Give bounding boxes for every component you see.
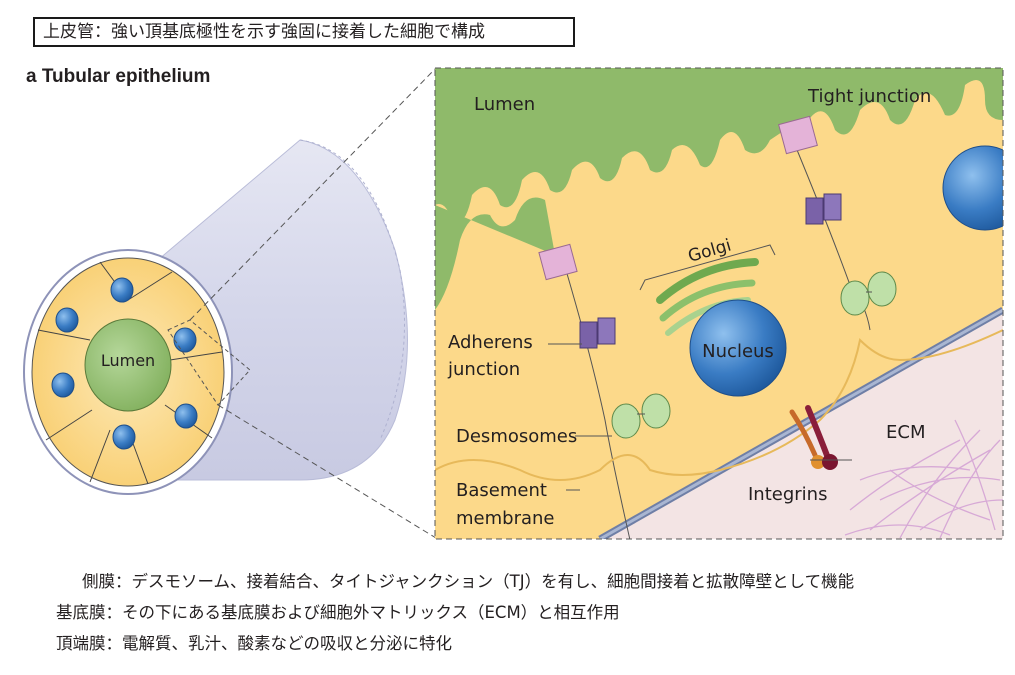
tube-cross-section: Lumen (23, 249, 251, 495)
lumen-label: Lumen (474, 94, 535, 115)
integrins (789, 405, 852, 470)
right-cell-nucleus (942, 145, 1003, 231)
title-box: 上皮管：強い頂基底極性を示す強固に接着した細胞で構成 (33, 17, 575, 47)
tight-junction (778, 115, 818, 155)
adherens-junction (579, 193, 842, 349)
tight-junction (538, 243, 578, 281)
basement-label-line2: membrane (456, 508, 554, 529)
tube-nucleus (174, 403, 198, 429)
tube-nucleus (55, 307, 79, 333)
tight-junction-label: Tight junction (807, 86, 931, 107)
adherens-label-line1: Adherens (448, 332, 533, 353)
tube-nucleus (110, 277, 134, 303)
detail-panel: Lumen Tight junction Golgi Nucleus ECM (435, 68, 1003, 539)
note-apical-membrane: 頂端膜：電解質、乳汁、酸素などの吸収と分泌に特化 (56, 634, 452, 653)
note-basal-membrane: 基底膜：その下にある基底膜および細胞外マトリックス（ECM）と相互作用 (56, 603, 620, 622)
ecm-label: ECM (886, 422, 925, 443)
nucleus-label: Nucleus (702, 341, 774, 362)
lumen-region (435, 68, 1003, 223)
panel-letter: a (26, 66, 37, 87)
adherens-label-line2: junction (447, 359, 520, 380)
nucleus (689, 299, 787, 397)
basement-label-line1: Basement (456, 480, 547, 501)
integrins-label: Integrins (748, 484, 827, 505)
ecm-fibers (844, 419, 1003, 539)
notes: 側膜：デスモソーム、接着結合、タイトジャンクション（TJ）を有し、細胞間接着と拡… (56, 566, 854, 659)
tube-lumen-label: Lumen (101, 351, 155, 370)
desmosomes (611, 271, 897, 439)
desmosomes-label: Desmosomes (456, 426, 577, 447)
panel-title-text: Tubular epithelium (41, 66, 211, 87)
panel-title: a Tubular epithelium (26, 66, 210, 88)
tube-nucleus (173, 327, 197, 353)
tube-nucleus (51, 372, 75, 398)
tube-nucleus (112, 424, 136, 450)
note-lateral-membrane: 側膜：デスモソーム、接着結合、タイトジャンクション（TJ）を有し、細胞間接着と拡… (82, 572, 855, 591)
